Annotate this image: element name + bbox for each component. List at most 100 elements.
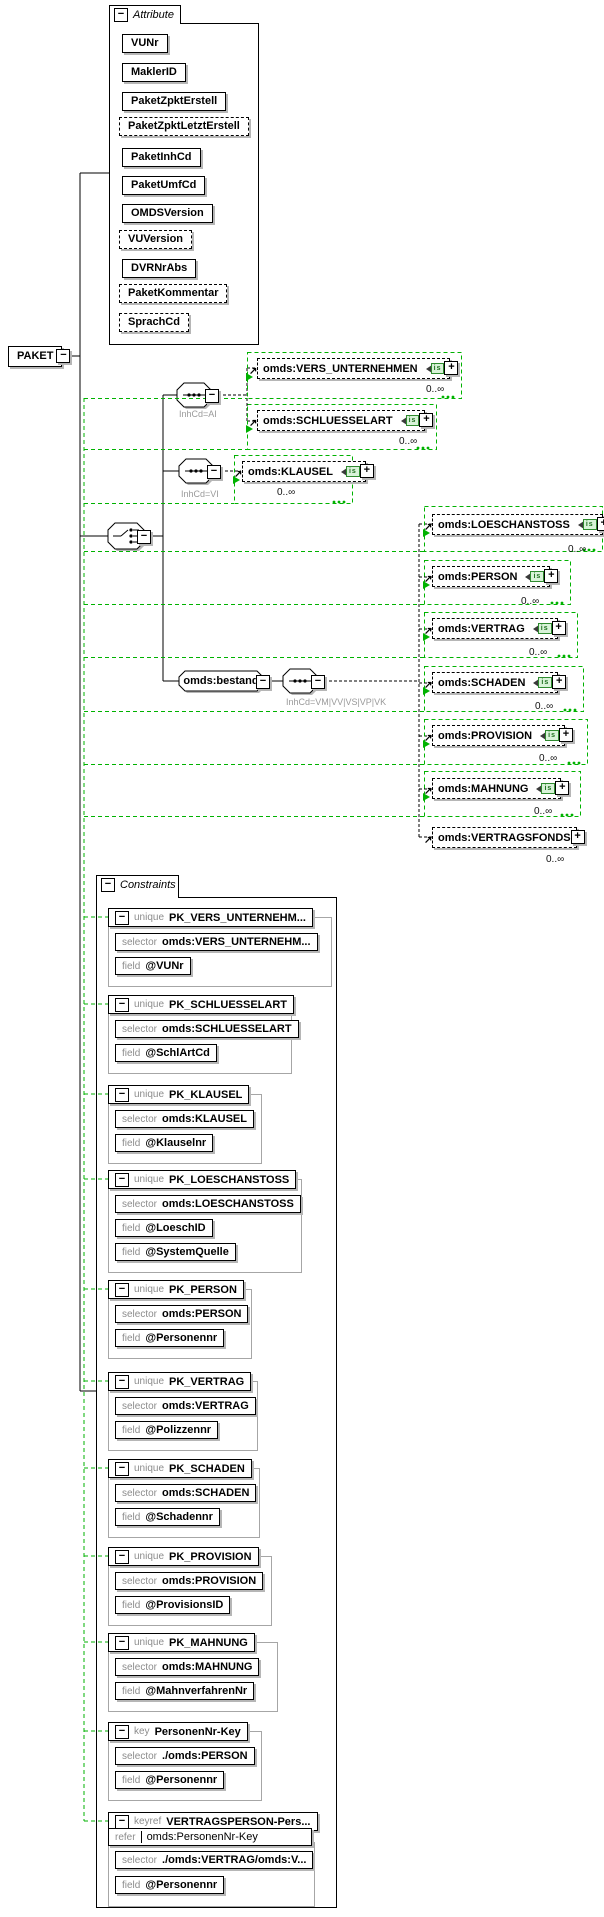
constraints-panel-collapse-toggle[interactable]: − <box>101 878 115 892</box>
sequence-bestand-toggle[interactable]: − <box>311 675 325 689</box>
dot <box>416 446 420 450</box>
constraint-field-row[interactable]: field@MahnverfahrenNr <box>115 1682 255 1700</box>
constraint-field-row[interactable]: field@VUNr <box>115 957 191 975</box>
constraint-selector-row[interactable]: selector./omds:PERSON <box>115 1747 255 1765</box>
constraint-collapse-toggle[interactable]: − <box>115 1461 129 1476</box>
constraint-field-row[interactable]: field@Klauselnr <box>115 1134 214 1152</box>
constraint-collapse-toggle[interactable]: − <box>115 1374 129 1389</box>
constraint-collapse-toggle[interactable]: − <box>115 997 129 1012</box>
attribute-paketinhcd[interactable]: PaketInhCd <box>122 148 201 167</box>
attribute-sprachcd[interactable]: SprachCd <box>119 313 189 332</box>
constraint-field-row[interactable]: field@LoeschID <box>115 1219 213 1237</box>
element-expand-toggle[interactable]: + <box>359 464 374 478</box>
constraint-collapse-toggle[interactable]: − <box>115 1724 129 1739</box>
constraint-collapse-toggle[interactable]: − <box>115 1549 129 1564</box>
element-box[interactable]: omds:VERTRAGSFONDS <box>432 827 577 848</box>
constraint-field-row[interactable]: field@SystemQuelle <box>115 1243 236 1261</box>
element-expand-toggle[interactable]: + <box>555 781 570 795</box>
element-expand-toggle[interactable]: + <box>570 830 585 844</box>
element-expand-toggle[interactable]: + <box>544 569 559 583</box>
sequence-ai-toggle[interactable]: − <box>205 389 219 403</box>
element-expand-toggle[interactable]: + <box>444 361 459 375</box>
choice-group-toggle[interactable]: − <box>137 530 151 544</box>
constraint-field-row[interactable]: field@Polizzennr <box>115 1421 219 1439</box>
field-label: field <box>122 1424 141 1436</box>
constraint-field-row[interactable]: field@ProvisionsID <box>115 1596 231 1614</box>
constraint-collapse-toggle[interactable]: − <box>115 910 129 925</box>
attribute-paketumfcd[interactable]: PaketUmfCd <box>122 176 206 195</box>
constraint-field-row[interactable]: field@Personennr <box>115 1329 225 1347</box>
element-omds-vertragsfonds[interactable]: omds:VERTRAGSFONDS+ <box>432 827 585 848</box>
constraint-field-row[interactable]: field@SchlArtCd <box>115 1044 217 1062</box>
constraint-collapse-toggle[interactable]: − <box>115 1635 129 1650</box>
attribute-dvrnrabs[interactable]: DVRNrAbs <box>122 259 197 278</box>
constraint-collapse-toggle[interactable]: − <box>115 1087 129 1102</box>
element-expand-toggle[interactable]: + <box>419 413 434 427</box>
attribute-maklerid[interactable]: MaklerID <box>122 63 186 82</box>
sequence-vi-toggle[interactable]: − <box>207 465 221 479</box>
attribute-vunr[interactable]: VUNr <box>122 34 168 53</box>
element-expand-toggle[interactable]: + <box>552 675 567 689</box>
constraint-field-row[interactable]: field@Personennr <box>115 1771 225 1789</box>
element-omds-bestand[interactable]: omds:bestand <box>183 675 259 687</box>
constraint-field-row[interactable]: field@Personennr <box>115 1876 225 1894</box>
attribute-paketzpktletzterstell[interactable]: PaketZpktLetztErstell <box>119 117 249 136</box>
attribute-paketkommentar[interactable]: PaketKommentar <box>119 284 228 303</box>
root-element-label[interactable]: PAKET <box>8 346 63 367</box>
attribute-vuversion[interactable]: VUVersion <box>119 230 193 249</box>
element-expand-toggle[interactable]: + <box>596 517 604 531</box>
bestand-collapse-toggle[interactable]: − <box>256 675 270 689</box>
element-expand-toggle[interactable]: + <box>551 621 566 635</box>
constraint-collapse-toggle[interactable]: − <box>115 1172 129 1187</box>
constraint-collapse-toggle[interactable]: − <box>115 1814 129 1829</box>
paket-collapse-toggle[interactable]: − <box>56 349 71 363</box>
constraint-field-row[interactable]: field@Schadennr <box>115 1508 220 1526</box>
attributes-panel-collapse-toggle[interactable]: − <box>114 8 128 22</box>
root-element-paket[interactable]: PAKET− <box>8 346 71 367</box>
constraint-collapse-toggle[interactable]: − <box>115 1282 129 1297</box>
attribute-omdsversion[interactable]: OMDSVersion <box>122 204 213 223</box>
element-expand-toggle[interactable]: + <box>558 728 573 742</box>
attribute-paketzpkterstell[interactable]: PaketZpktErstell <box>122 92 227 111</box>
constraint-selector-row[interactable]: selector./omds:VERTRAG/omds:V... <box>115 1851 314 1869</box>
